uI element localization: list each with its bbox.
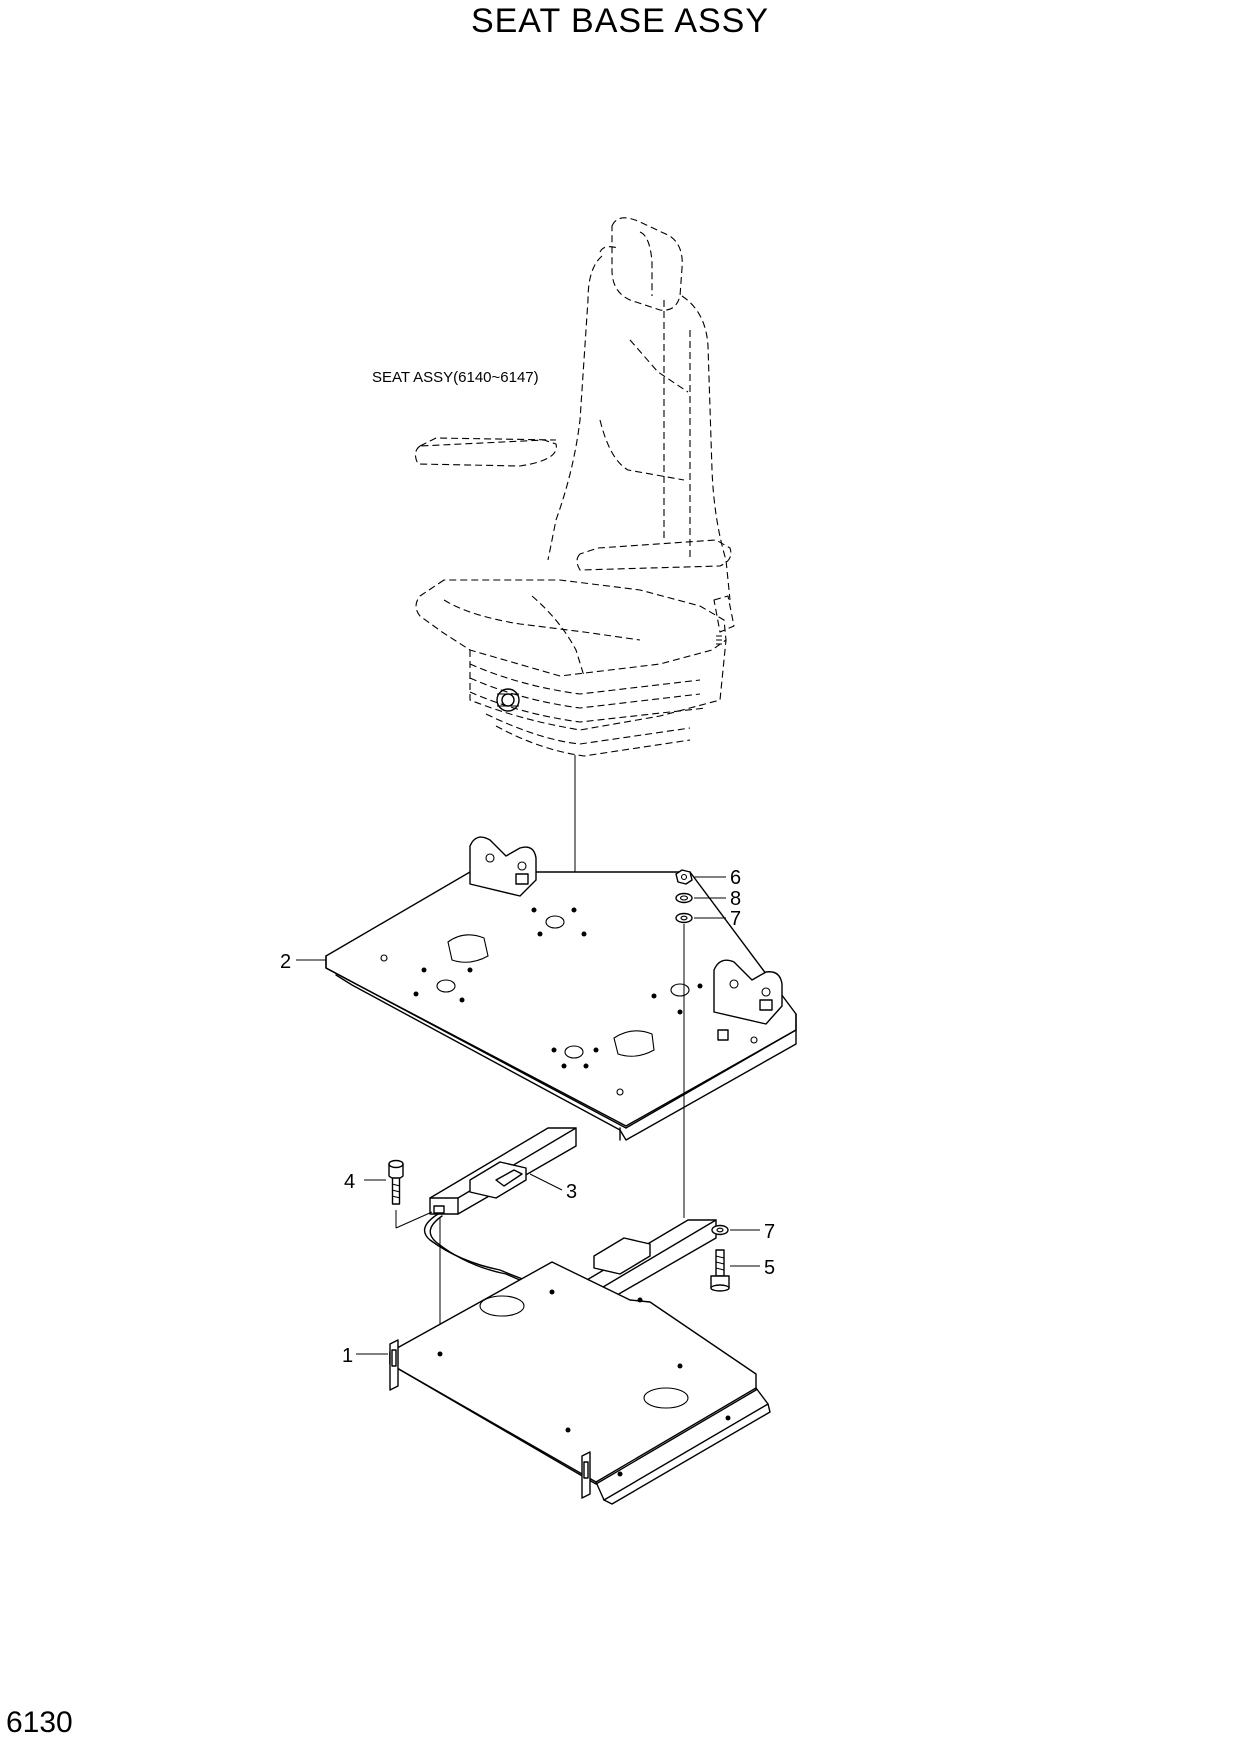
callout-6: 6 [730, 867, 741, 889]
callout-4: 4 [344, 1171, 355, 1193]
page-title: SEAT BASE ASSY [470, 2, 770, 40]
seat-mounting-plate [325, 836, 797, 1141]
callout-3-leader [529, 1173, 563, 1191]
callout-5: 5 [764, 1257, 775, 1279]
lower-base-frame [389, 1261, 771, 1505]
seat-assy-reference-note: SEAT ASSY(6140~6147) [372, 369, 539, 386]
callout-7-top: 7 [730, 908, 741, 930]
bolt-4-to-rail-line [395, 1211, 433, 1229]
callout-7-bottom: 7 [764, 1221, 775, 1243]
page-number: 6130 [6, 1706, 73, 1739]
callout-8: 8 [730, 888, 741, 910]
callout-1: 1 [342, 1345, 353, 1367]
hardware-stack-bottom [710, 1224, 730, 1292]
seat-assembly-outline [414, 217, 735, 757]
hardware-stack-top [675, 869, 693, 924]
callout-3: 3 [566, 1181, 577, 1203]
bolt-4 [388, 1159, 404, 1205]
callout-2: 2 [280, 951, 291, 973]
